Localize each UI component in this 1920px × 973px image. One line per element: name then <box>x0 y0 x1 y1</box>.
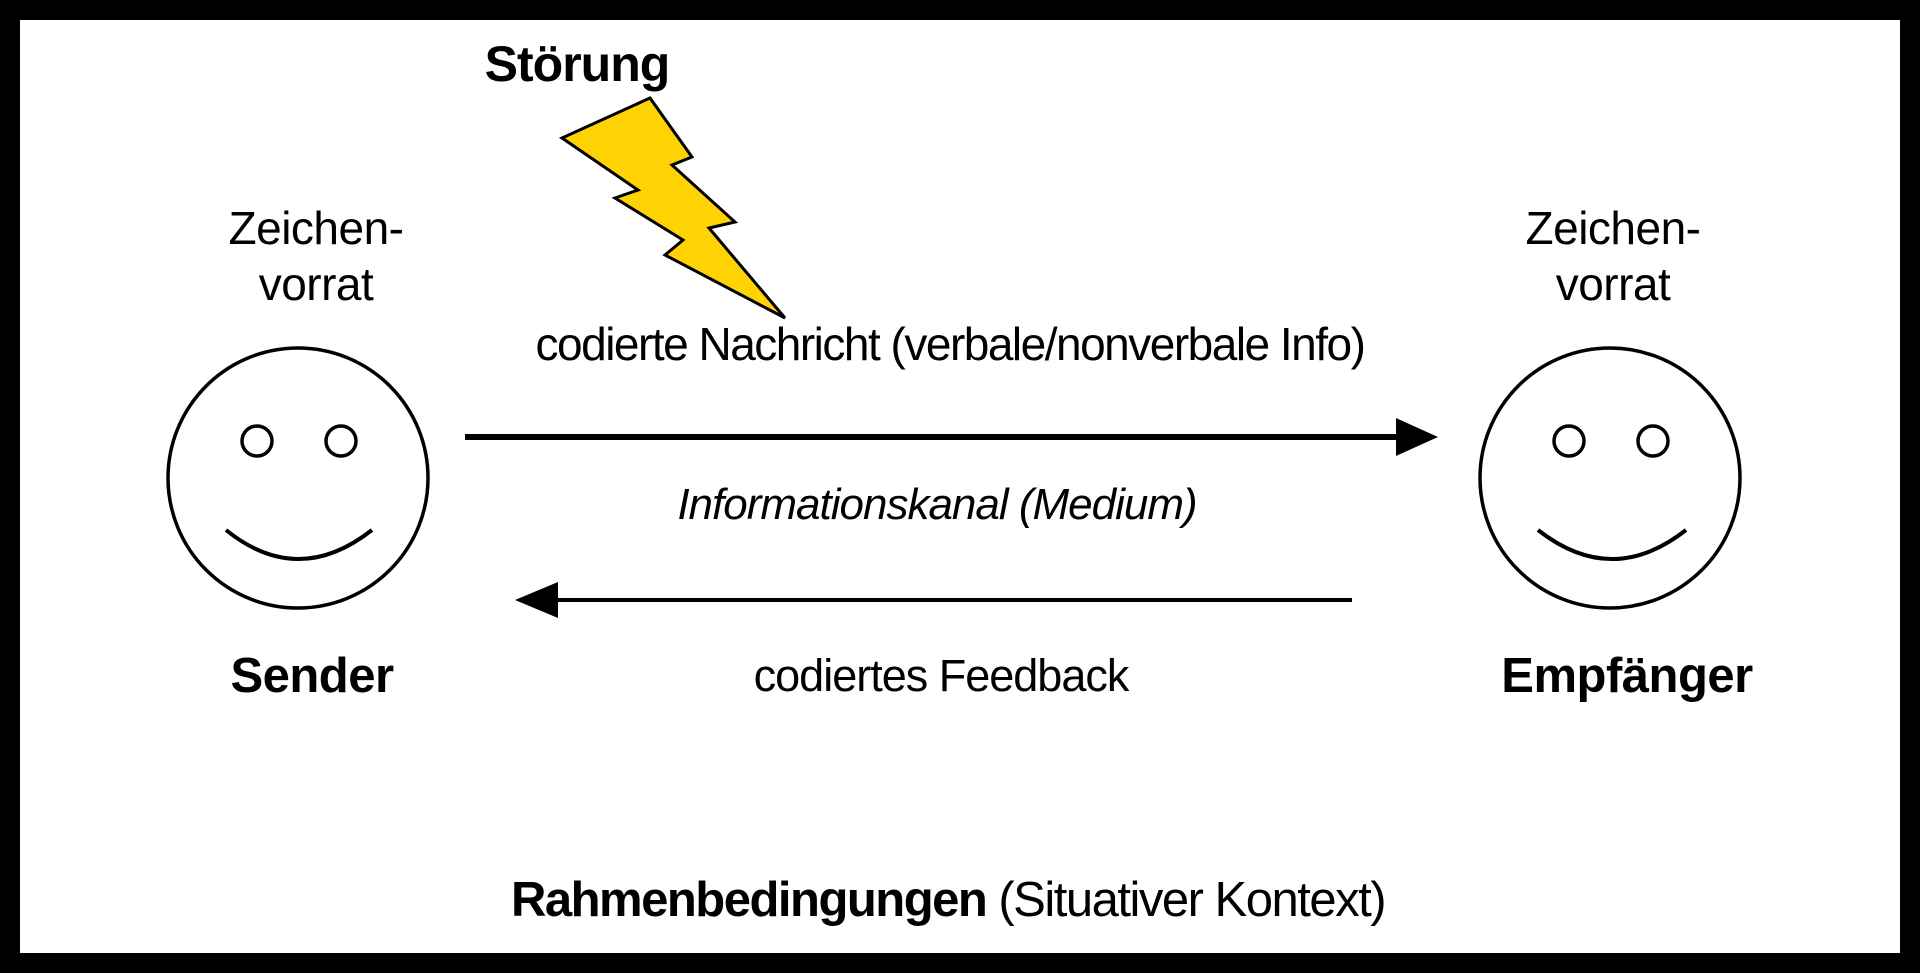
sender-right-eye <box>324 424 358 458</box>
context-footer-regular: (Situativer Kontext) <box>998 873 1386 927</box>
context-footer-label: Rahmenbedingungen(Situativer Kontext) <box>510 872 1387 928</box>
sender-smile <box>224 528 374 561</box>
receiver-alphabet-line2: vorrat <box>1555 258 1671 310</box>
forward-arrow-label: codierte Nachricht (verbale/nonverbale I… <box>535 318 1366 370</box>
receiver-alphabet-label: Zeichen- vorrat <box>1526 200 1701 312</box>
sender-left-eye <box>240 424 274 458</box>
sender-alphabet-label: Zeichen- vorrat <box>229 200 404 312</box>
feedback-arrow-label: codiertes Feedback <box>753 650 1130 701</box>
receiver-smile <box>1536 528 1688 561</box>
lightning-bolt-icon <box>558 96 787 320</box>
receiver-label: Empfänger <box>1501 649 1753 703</box>
forward-arrowhead-icon <box>1396 418 1438 456</box>
receiver-alphabet-line1: Zeichen- <box>1525 202 1701 254</box>
sender-smiley-icon <box>166 346 430 610</box>
channel-label: Informationskanal (Medium) <box>677 480 1197 529</box>
receiver-smiley-icon <box>1478 346 1742 610</box>
feedback-arrow <box>515 582 1352 618</box>
disturbance-label: Störung <box>484 36 671 92</box>
forward-arrow <box>465 418 1438 456</box>
context-footer-bold: Rahmenbedingungen <box>510 873 988 927</box>
sender-alphabet-line2: vorrat <box>258 258 374 310</box>
receiver-left-eye <box>1552 424 1586 458</box>
sender-label: Sender <box>230 649 394 703</box>
receiver-right-eye <box>1636 424 1670 458</box>
feedback-arrowhead-icon <box>515 582 558 618</box>
sender-alphabet-line1: Zeichen- <box>228 202 404 254</box>
